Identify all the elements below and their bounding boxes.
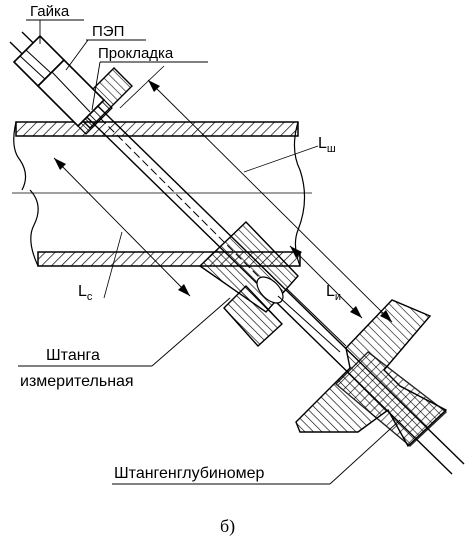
label-rod-line1: Штанга: [46, 347, 100, 364]
label-length-wall: Lс: [78, 283, 93, 303]
depth-gauge: [295, 299, 448, 448]
label-length-measured: Lи: [326, 283, 341, 303]
dimension-l-shtanga: [119, 65, 393, 323]
figure-caption: б): [220, 516, 235, 537]
label-transducer: ПЭП: [92, 23, 124, 40]
label-length-shtanga: Lш: [318, 135, 336, 155]
nut: [12, 34, 66, 88]
label-gasket: Прокладка: [98, 45, 174, 62]
gasket: [77, 99, 113, 135]
pipe-upper-wall: [13, 121, 299, 191]
label-rod-line2: измерительная: [20, 373, 134, 390]
dimension-l-wall: [53, 157, 191, 299]
label-leaders: [18, 19, 401, 485]
label-nut: Гайка: [30, 3, 70, 20]
label-depth-gauge: Штангенглубиномер: [114, 465, 265, 482]
dimension-l-measured: [289, 245, 363, 319]
